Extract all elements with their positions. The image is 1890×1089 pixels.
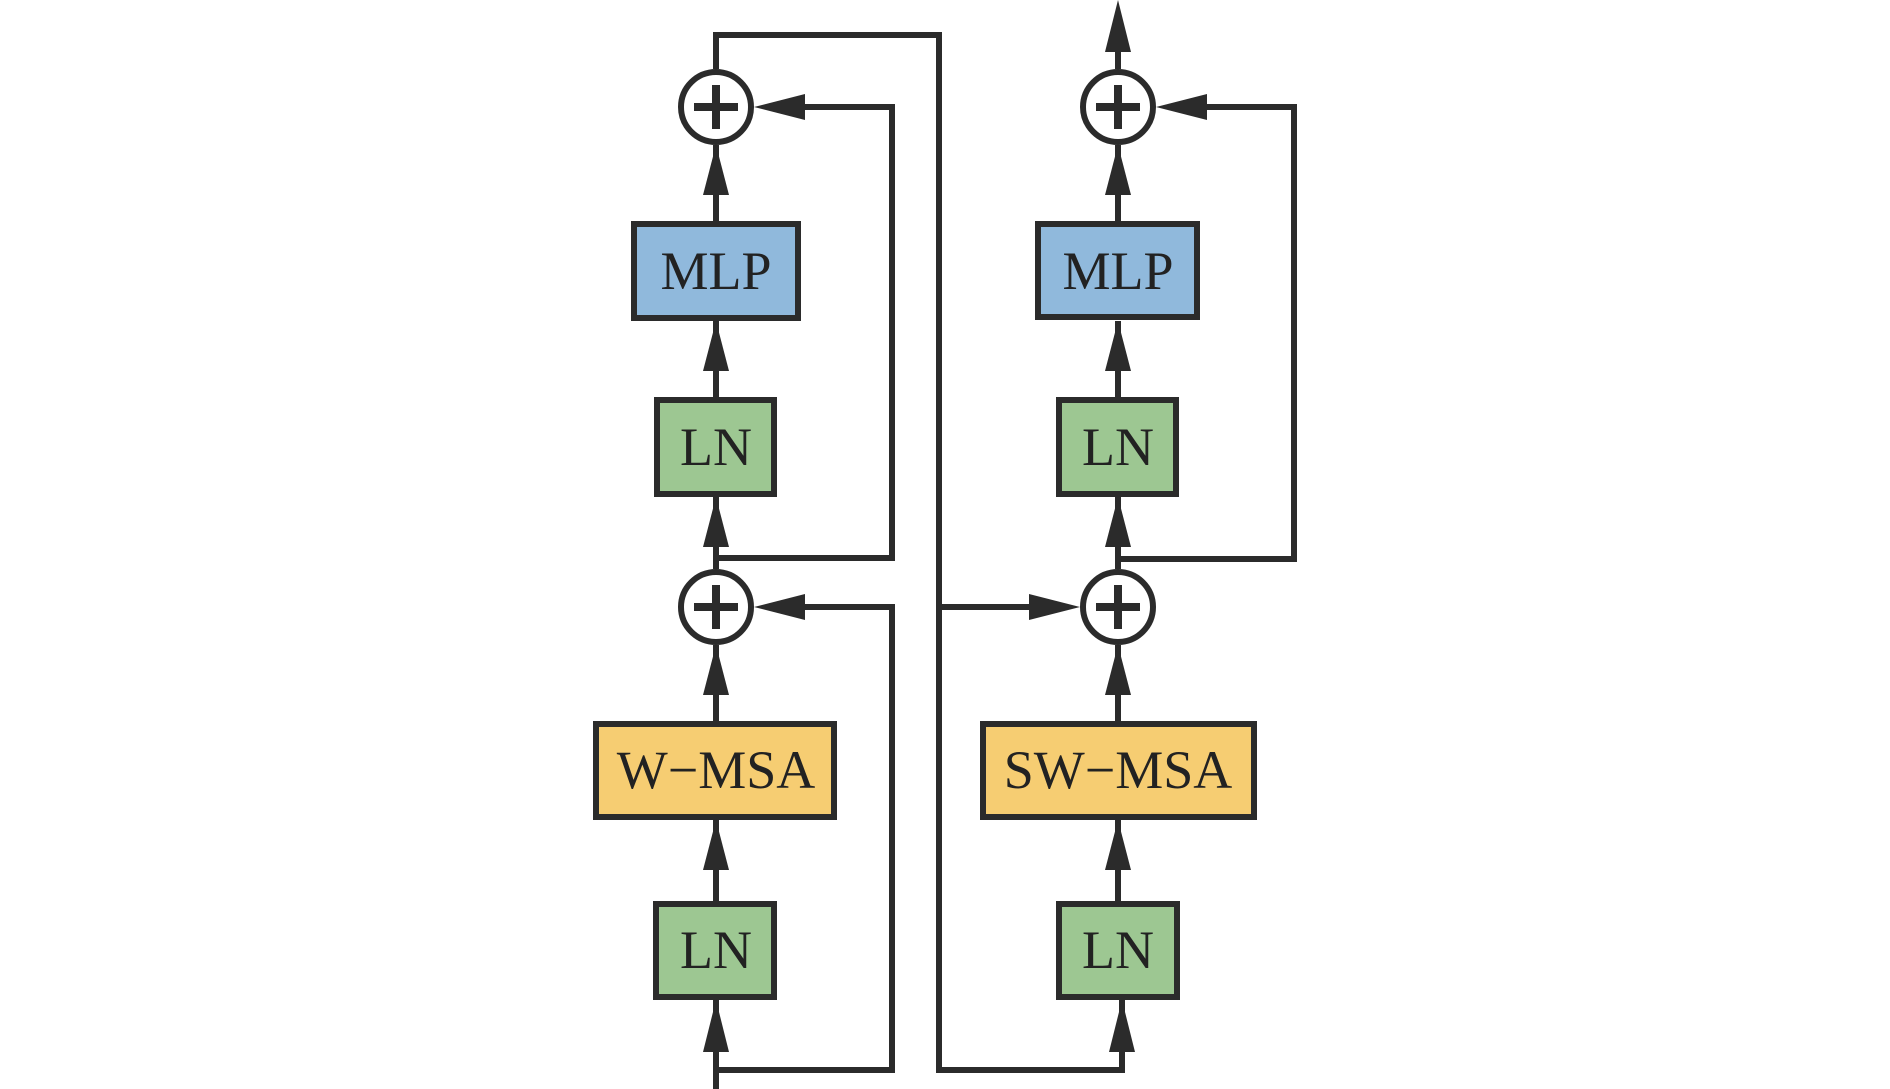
right-ln-top-box [1056, 397, 1179, 497]
left-mlp-box [631, 221, 801, 321]
left-add-upper [678, 69, 754, 145]
right-mlp-box [1035, 221, 1200, 320]
right-add-upper [1080, 69, 1156, 145]
left-attention-box [593, 721, 837, 820]
left-skip-2 [716, 104, 895, 561]
right-ln-top-label: LN [1082, 417, 1154, 477]
left-output-wire [713, 32, 1125, 1073]
arrow-left-icon [754, 94, 805, 120]
right-ln-bottom-box [1056, 901, 1180, 1000]
arrow-up-icon [1105, 497, 1131, 547]
left-ln-top-label: LN [680, 417, 752, 477]
right-ln-bottom-label: LN [1082, 920, 1154, 980]
output-arrow-up-icon [1105, 0, 1131, 52]
right-skip-2 [1118, 104, 1297, 562]
left-attention-label: W−MSA [617, 740, 815, 800]
left-ln-top-box [654, 397, 777, 497]
right-add-lower [1080, 569, 1156, 645]
right-block: MLP LN SW−MSA LN [980, 69, 1257, 1000]
arrow-left-icon [754, 594, 805, 620]
arrowheads [703, 0, 1207, 1052]
arrow-up-icon [703, 820, 729, 870]
right-attention-box [980, 721, 1257, 820]
left-ln-bottom-box [653, 901, 777, 1000]
left-skip-1 [716, 604, 895, 1073]
arrow-up-icon [1105, 645, 1131, 695]
arrow-up-icon [703, 497, 729, 547]
arrow-up-icon [703, 321, 729, 371]
arrow-up-icon [1105, 820, 1131, 870]
arrow-up-icon [1105, 145, 1131, 195]
left-add-lower [678, 569, 754, 645]
left-block: MLP LN W−MSA LN [593, 69, 837, 1000]
arrow-up-icon [1105, 321, 1131, 371]
left-ln-bottom-label: LN [680, 920, 752, 980]
arrow-up-icon [703, 145, 729, 195]
arrow-up-icon [1109, 1000, 1135, 1052]
arrow-up-icon [703, 1000, 729, 1052]
arrow-left-icon [1156, 94, 1207, 120]
left-mlp-label: MLP [660, 241, 771, 301]
arrow-up-icon [703, 645, 729, 695]
right-mlp-label: MLP [1062, 241, 1173, 301]
arrow-right-icon [1029, 594, 1080, 620]
right-attention-label: SW−MSA [1004, 740, 1233, 800]
